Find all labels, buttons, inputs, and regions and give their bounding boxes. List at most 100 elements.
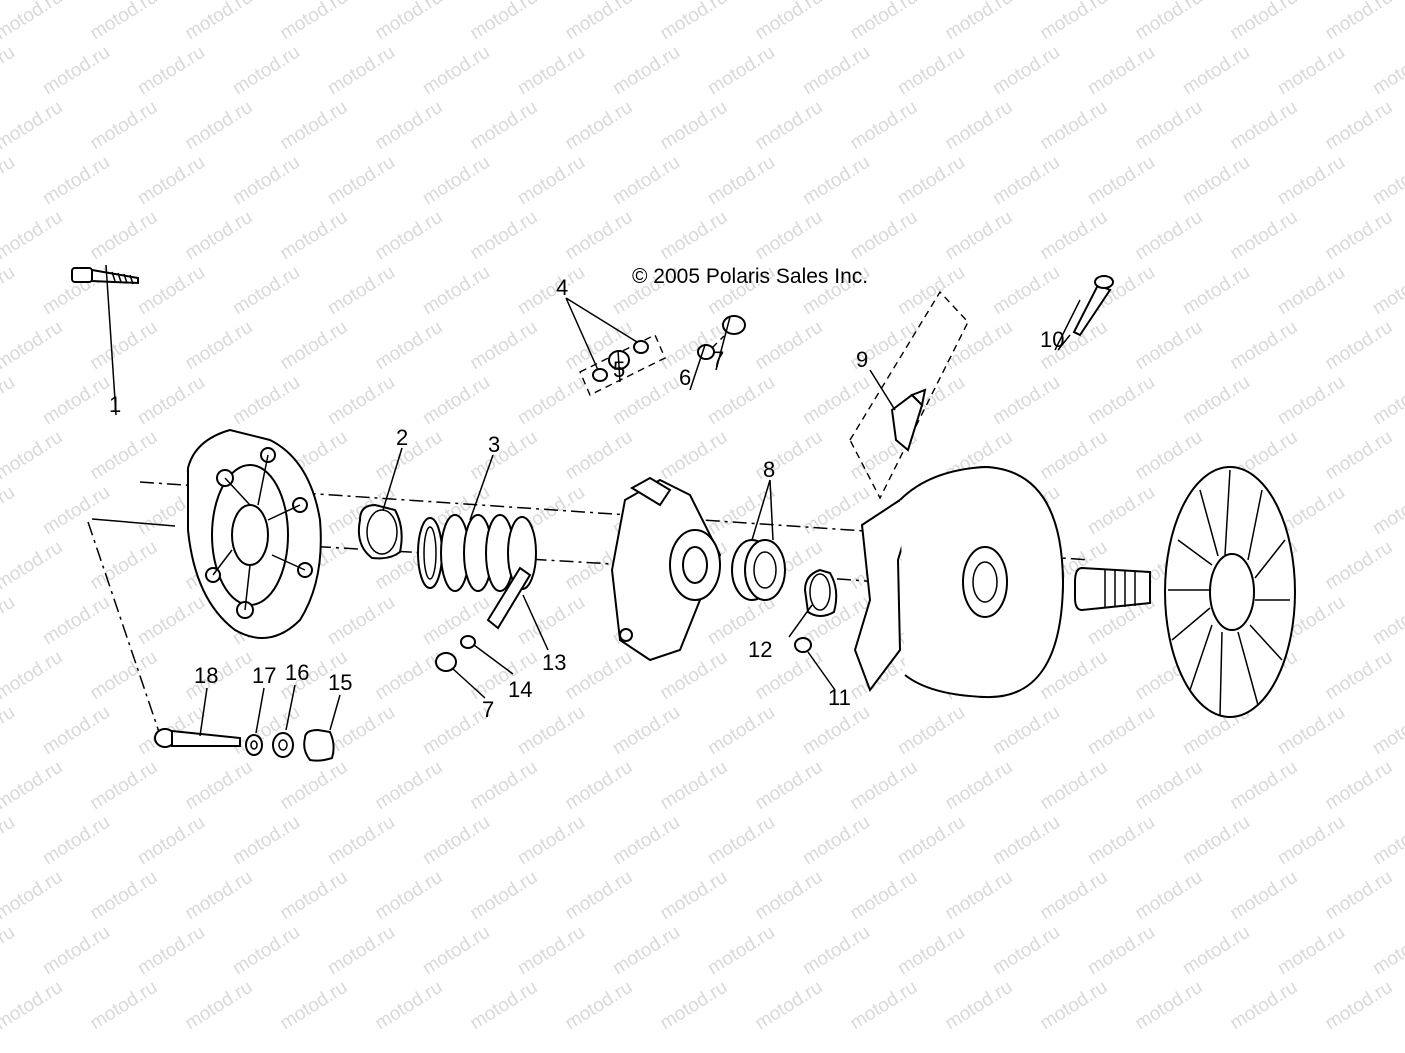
watermark-text: motod.ru	[609, 702, 684, 760]
watermark-text: motod.ru	[1274, 922, 1349, 980]
watermark-text: motod.ru	[229, 812, 304, 870]
callout-14: 14	[508, 677, 532, 702]
watermark-text: motod.ru	[87, 317, 162, 375]
watermark-text: motod.ru	[372, 867, 447, 925]
fan-part	[1164, 466, 1296, 718]
watermark-text: motod.ru	[894, 152, 969, 210]
watermark-text: motod.ru	[562, 207, 637, 265]
watermark-text: motod.ru	[1084, 812, 1159, 870]
watermark-text: motod.ru	[0, 427, 66, 485]
watermark-text: motod.ru	[1274, 812, 1349, 870]
watermark-text: motod.ru	[752, 867, 827, 925]
watermark-text: motod.ru	[1227, 757, 1302, 815]
watermark-text: motod.ru	[0, 812, 19, 870]
bolt-part-10	[1057, 275, 1114, 351]
watermark-text: motod.ru	[467, 977, 542, 1035]
watermark-text: motod.ru	[989, 702, 1064, 760]
watermark-text: motod.ru	[657, 97, 732, 155]
watermark-text: motod.ru	[467, 97, 542, 155]
watermark-text: motod.ru	[1179, 372, 1254, 430]
watermark-text: motod.ru	[1274, 702, 1349, 760]
weight-part-9	[890, 388, 927, 452]
watermark-text: motod.ru	[1084, 702, 1159, 760]
watermark-text: motod.ru	[1132, 97, 1207, 155]
watermark-text: motod.ru	[0, 42, 19, 100]
watermark-text: motod.ru	[847, 97, 922, 155]
bushing-part-12	[803, 568, 838, 617]
watermark-text: motod.ru	[752, 97, 827, 155]
watermark-text: motod.ru	[1369, 262, 1405, 320]
callout-17: 17	[252, 663, 276, 688]
watermark-text: motod.ru	[467, 317, 542, 375]
leader-lines	[91, 264, 1081, 737]
ring-part-2	[357, 503, 403, 560]
watermark-text: motod.ru	[1274, 372, 1349, 430]
watermark-text: motod.ru	[0, 207, 66, 265]
watermark-text: motod.ru	[847, 0, 922, 44]
copyright-text: © 2005 Polaris Sales Inc.	[632, 265, 868, 288]
watermark-text: motod.ru	[182, 0, 257, 44]
watermark-text: motod.ru	[847, 867, 922, 925]
watermark-text: motod.ru	[1037, 977, 1112, 1035]
watermark-text: motod.ru	[467, 427, 542, 485]
watermark-text: motod.ru	[39, 812, 114, 870]
watermark-text: motod.ru	[1322, 977, 1397, 1035]
watermark-text: motod.ru	[1322, 427, 1397, 485]
watermark-text: motod.ru	[277, 757, 352, 815]
watermark-text: motod.ru	[134, 42, 209, 100]
watermark-text: motod.ru	[847, 977, 922, 1035]
nut-part-11	[794, 637, 812, 653]
watermark-text: motod.ru	[1037, 757, 1112, 815]
watermark-text: motod.ru	[562, 427, 637, 485]
watermark-text: motod.ru	[372, 427, 447, 485]
watermark-text: motod.ru	[752, 0, 827, 44]
watermark-text: motod.ru	[324, 262, 399, 320]
watermark-text: motod.ru	[1037, 207, 1112, 265]
watermark-text: motod.ru	[372, 317, 447, 375]
fixed-sheave-part	[853, 465, 1065, 699]
watermark-text: motod.ru	[942, 97, 1017, 155]
watermark-text: motod.ru	[467, 0, 542, 44]
callout-15: 15	[328, 670, 352, 695]
callout-2: 2	[396, 425, 408, 450]
watermark-text: motod.ru	[419, 372, 494, 430]
watermark-text: motod.ru	[277, 0, 352, 44]
watermark-text: motod.ru	[182, 97, 257, 155]
watermark-text: motod.ru	[752, 977, 827, 1035]
watermark-text: motod.ru	[419, 152, 494, 210]
watermark-text: motod.ru	[1132, 977, 1207, 1035]
watermark-text: motod.ru	[182, 867, 257, 925]
watermark-text: motod.ru	[989, 812, 1064, 870]
watermark-text: motod.ru	[704, 922, 779, 980]
watermark-text: motod.ru	[799, 42, 874, 100]
watermark-text: motod.ru	[229, 152, 304, 210]
watermark-text: motod.ru	[1227, 317, 1302, 375]
watermark-text: motod.ru	[182, 317, 257, 375]
watermark-text: motod.ru	[277, 317, 352, 375]
watermark-text: motod.ru	[847, 757, 922, 815]
watermark-text: motod.ru	[1179, 262, 1254, 320]
watermark-text: motod.ru	[704, 152, 779, 210]
watermark-text: motod.ru	[87, 0, 162, 44]
watermark-text: motod.ru	[0, 372, 19, 430]
watermark-text: motod.ru	[39, 152, 114, 210]
watermark-text: motod.ru	[372, 207, 447, 265]
watermark-text: motod.ru	[942, 757, 1017, 815]
watermark-text: motod.ru	[799, 922, 874, 980]
watermark-text: motod.ru	[1369, 42, 1405, 100]
callout-11: 11	[828, 685, 851, 710]
watermark-text: motod.ru	[704, 702, 779, 760]
watermark-text: motod.ru	[1179, 152, 1254, 210]
watermark-text: motod.ru	[277, 97, 352, 155]
watermark-text: motod.ru	[989, 372, 1064, 430]
callout-1: 1	[109, 392, 121, 417]
watermark-text: motod.ru	[894, 702, 969, 760]
watermark-text: motod.ru	[657, 207, 732, 265]
watermark-text: motod.ru	[324, 152, 399, 210]
watermark-text: motod.ru	[134, 152, 209, 210]
watermark-text: motod.ru	[1037, 867, 1112, 925]
watermark-text: motod.ru	[0, 867, 66, 925]
watermark-text: motod.ru	[894, 922, 969, 980]
spider-part	[610, 476, 722, 662]
watermark-text: motod.ru	[894, 42, 969, 100]
